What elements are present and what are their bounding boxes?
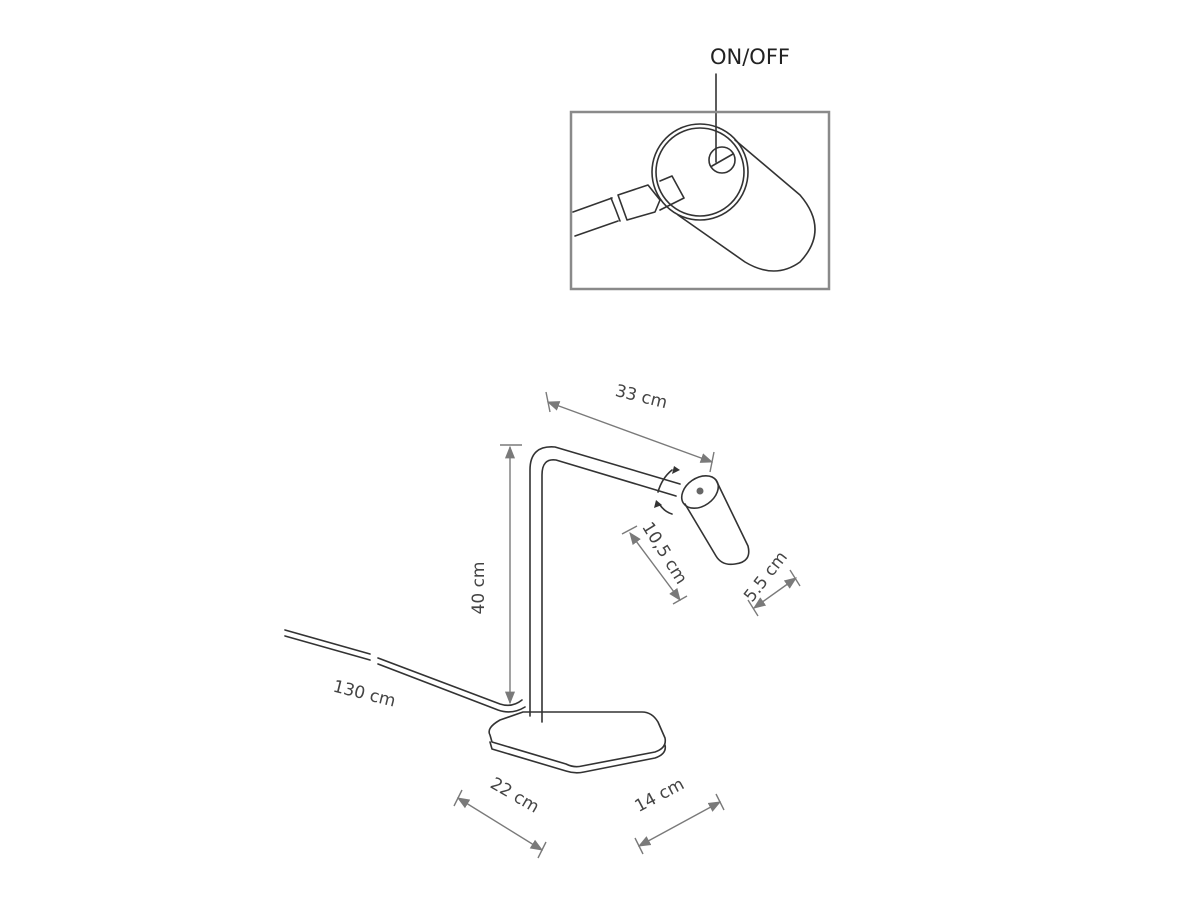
lamp-head-switch [696, 487, 704, 495]
dimension-tick [715, 793, 725, 811]
lamp-head-cylinder [677, 139, 816, 272]
lamp-head-face [651, 123, 749, 221]
dimension-tick [709, 451, 715, 473]
dimension-tick [621, 525, 638, 535]
dimension-tick [747, 599, 759, 617]
dimension-tick [545, 391, 551, 413]
arm-length-label: 33 cm [613, 381, 669, 413]
head-length-dimension-line [629, 531, 681, 602]
switch-screw [708, 146, 736, 174]
screw-slot [711, 153, 734, 167]
dimension-lines: 33 cm 40 cm 10,5 cm 5.5 cm 130 cm 22 cm … [331, 381, 801, 859]
lamp-pole-inner [541, 458, 677, 723]
lamp-base [488, 711, 667, 768]
rotation-arrowheads [654, 466, 680, 508]
arm-connector [572, 175, 685, 237]
dimension-tick [634, 837, 644, 855]
dimension-tick [453, 789, 463, 807]
base-length-label: 22 cm [487, 774, 543, 818]
lamp-base-edge [489, 741, 667, 774]
power-cable [284, 629, 526, 713]
on-off-label: ON/OFF [710, 45, 790, 69]
inset-frame [569, 110, 831, 291]
dimension-tick [672, 595, 688, 605]
dimension-tick [789, 569, 801, 587]
lamp-head-body [684, 479, 750, 566]
lamp-head-rim [655, 127, 745, 217]
arm-dimension-line [546, 401, 714, 463]
lamp-pole-outer [529, 446, 681, 717]
head-diameter-dimension-line [752, 577, 798, 609]
rotation-arrow-icon [657, 469, 673, 515]
base-width-label: 14 cm [632, 774, 688, 817]
height-label: 40 cm [469, 562, 489, 615]
base-length-dimension-line [456, 797, 544, 851]
cable-length-label: 130 cm [331, 677, 398, 712]
switch-detail-inset: ON/OFF [569, 45, 831, 291]
lamp-drawing [284, 446, 750, 774]
base-width-dimension-line [637, 801, 722, 847]
dimension-tick [537, 841, 547, 859]
